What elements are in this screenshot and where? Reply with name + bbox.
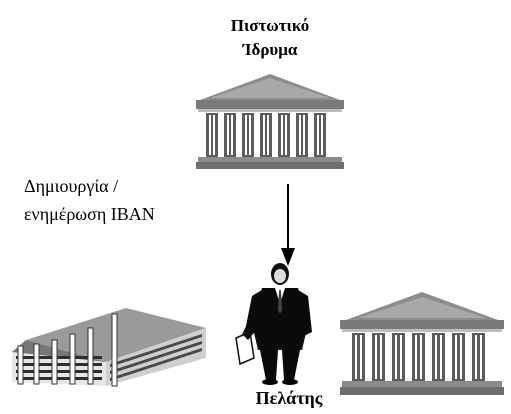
process-label-line-1: Δημιουργία /	[24, 176, 119, 196]
process-label: Δημιουργία / ενημέρωση IBAN	[24, 172, 155, 228]
bank-title-line-1: Πιστωτικό	[230, 16, 310, 35]
process-label-line-2: ενημέρωση IBAN	[24, 204, 155, 224]
arrow-down-icon	[281, 184, 295, 266]
bank-title-line-2: Ίδρυμα	[242, 40, 298, 59]
right-bank-building-icon	[340, 292, 504, 395]
bank-title: Πιστωτικό Ίδρυμα	[200, 14, 340, 62]
office-building-icon	[12, 308, 206, 387]
businessman-icon	[235, 263, 312, 385]
customer-label: Πελάτης	[255, 388, 323, 408]
top-bank-building-icon	[196, 74, 344, 169]
